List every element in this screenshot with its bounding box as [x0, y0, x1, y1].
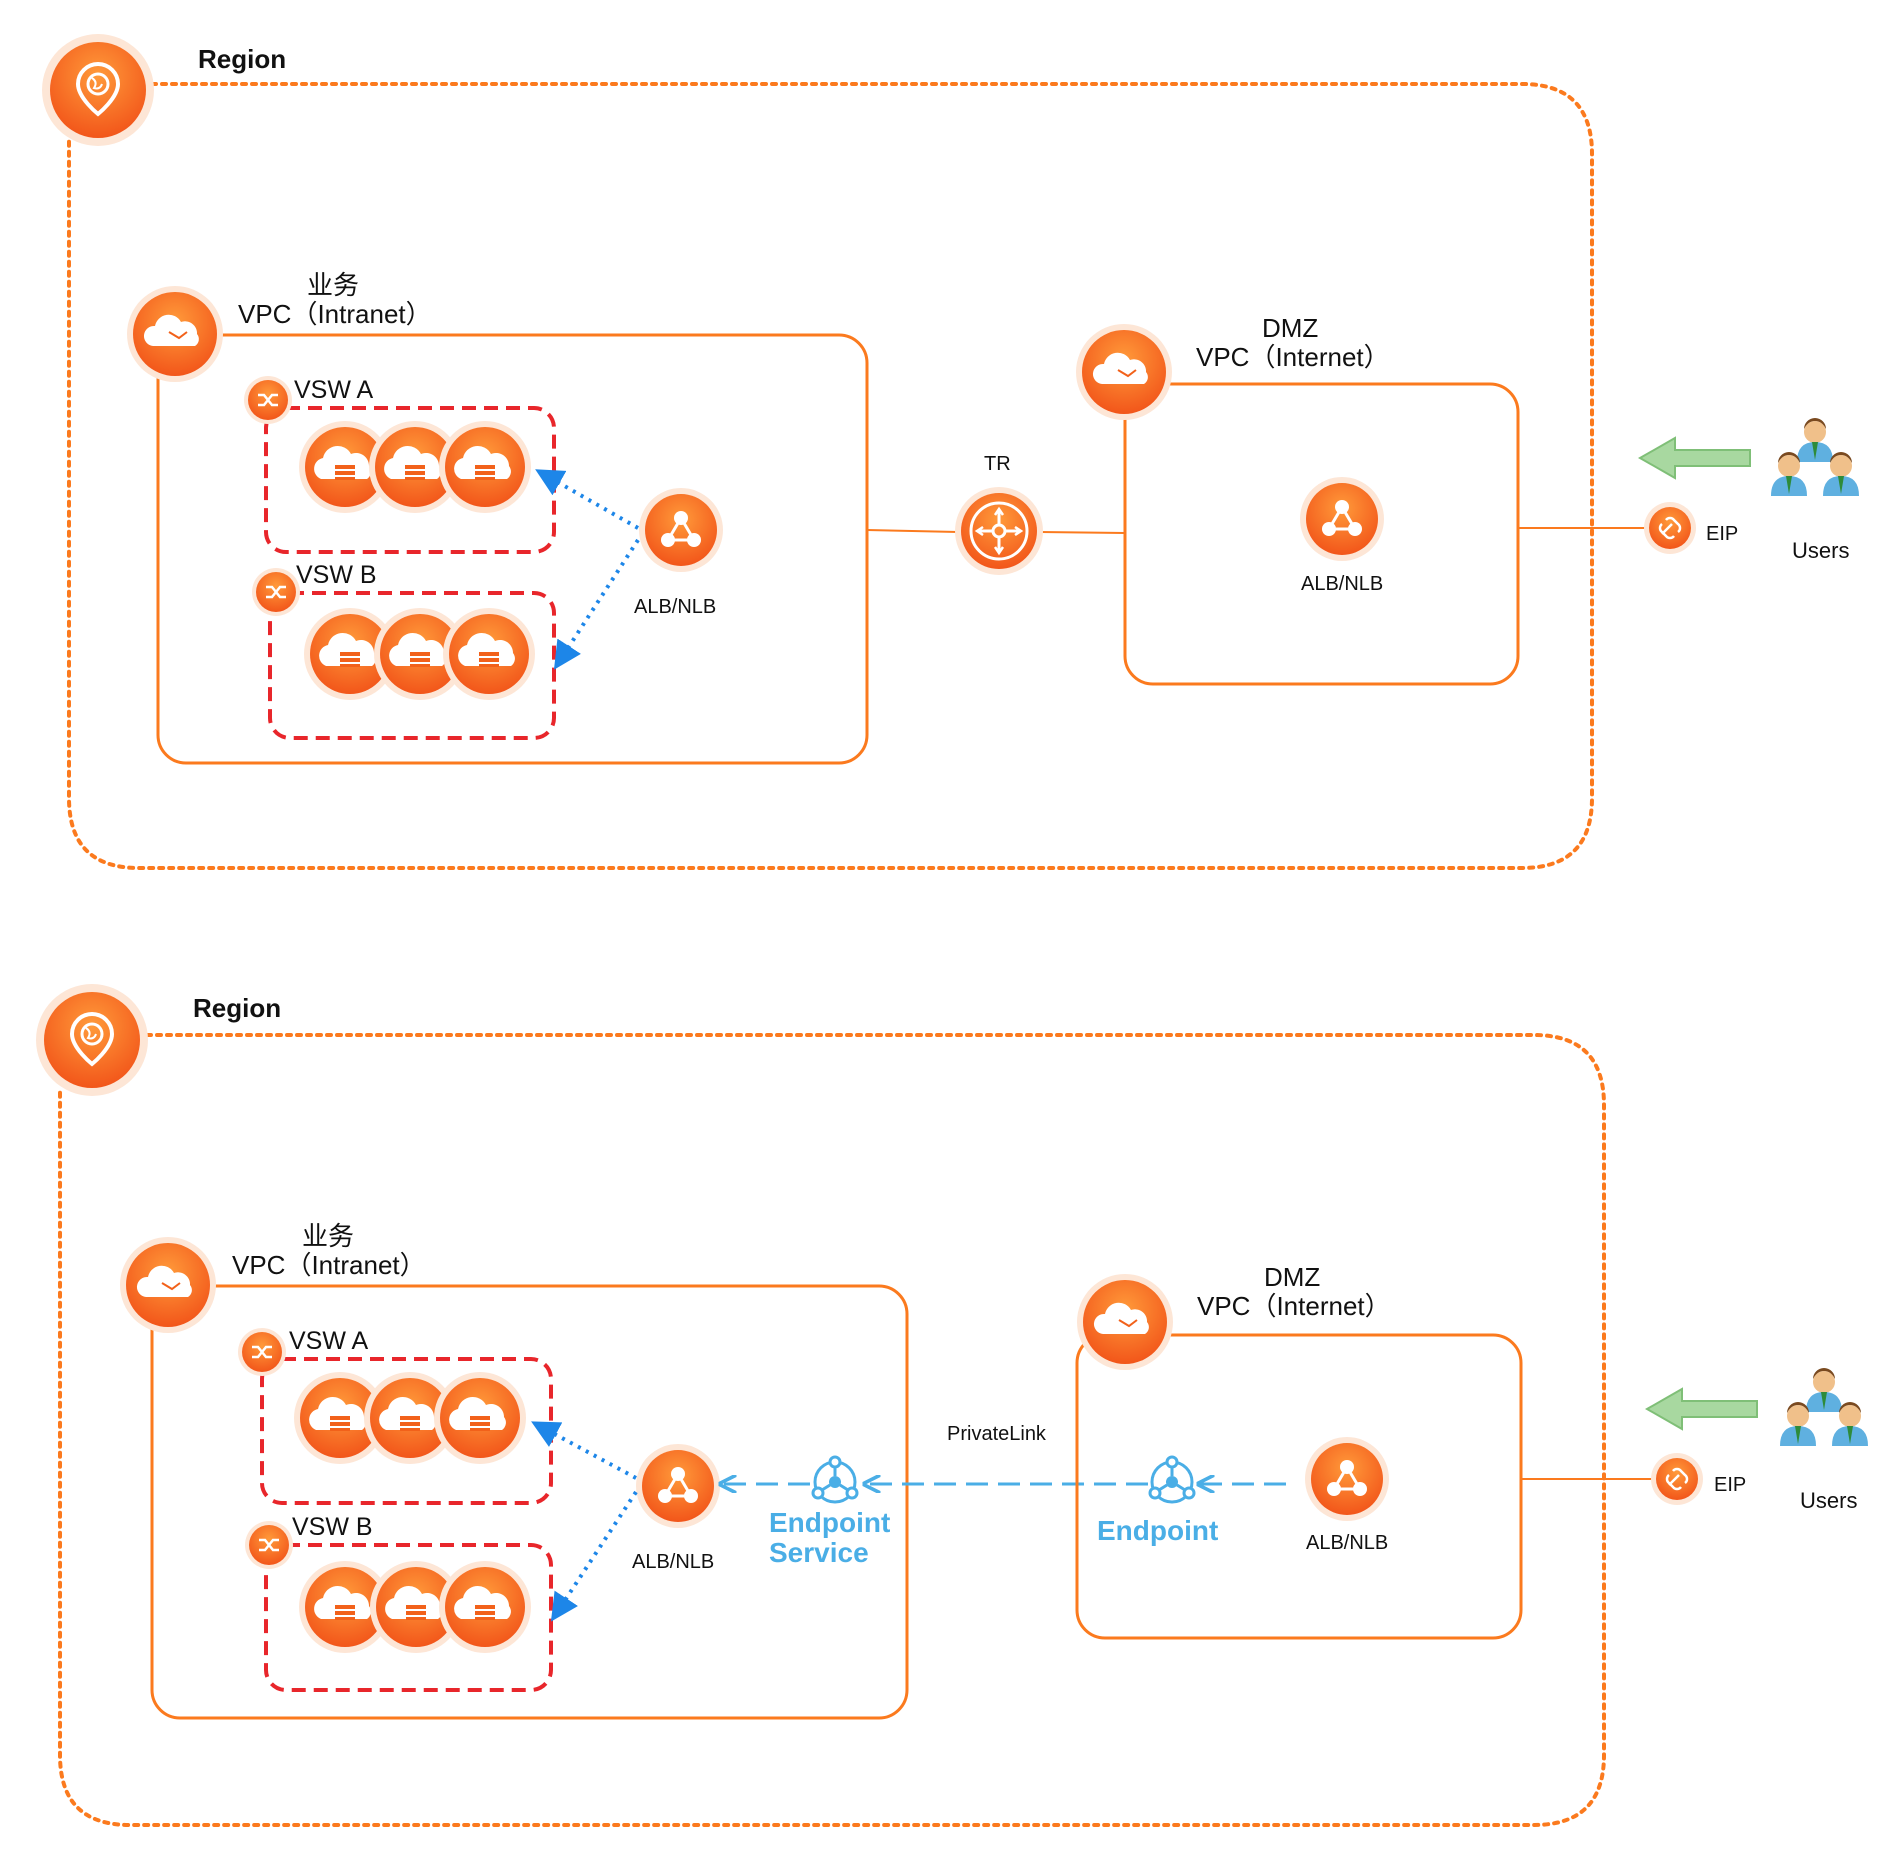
vsw-b-label: VSW B: [296, 561, 377, 589]
eip-label: EIP: [1706, 523, 1738, 545]
vpc-cloud-icon: [1076, 324, 1172, 420]
endpoint-network-icon: [1148, 1455, 1196, 1504]
biz-vpc-box: [150, 1284, 909, 1720]
users-inbound-arrow: [1644, 1387, 1758, 1431]
vsw-b-label: VSW B: [292, 1513, 373, 1541]
link-biz-to-tr: [866, 529, 959, 533]
ecs-server-cloud-icon: [439, 1561, 531, 1653]
region-label: Region: [193, 993, 281, 1023]
vsw-b-box: [268, 591, 556, 740]
endpoint-service-network-icon: [811, 1455, 859, 1504]
users-group-icon: [1780, 1368, 1868, 1446]
endpoint-label: Endpoint: [1097, 1515, 1218, 1546]
region-globe-pin-icon: [42, 34, 154, 146]
biz-vpc-label-line2: VPC（Intranet）: [232, 1250, 426, 1280]
alb-nlb-load-balancer-icon: [1298, 475, 1386, 563]
users-group-icon: [1771, 418, 1859, 496]
privatelink-label: PrivateLink: [947, 1423, 1047, 1445]
endpoint-service-label-line1: Endpoint: [769, 1507, 890, 1538]
dmz-vpc-box: [1123, 382, 1520, 686]
dmz-vpc-label-line1: DMZ: [1264, 1262, 1320, 1292]
ecs-group-b: [304, 608, 535, 700]
users-label: Users: [1792, 538, 1849, 563]
region-boundary: [58, 1033, 1606, 1827]
vpc-cloud-icon: [120, 1237, 216, 1333]
endpoint-service-label-line2: Service: [769, 1537, 869, 1568]
flow-arrow-to-vsw-b: [553, 538, 640, 670]
ecs-server-cloud-icon: [439, 421, 531, 513]
vpc-cloud-icon: [127, 286, 223, 382]
users-label: Users: [1800, 1488, 1857, 1513]
eip-link-icon: [1642, 500, 1698, 556]
vsw-a-label: VSW A: [289, 1327, 369, 1355]
tr-label: TR: [984, 453, 1011, 475]
ecs-server-cloud-icon: [434, 1372, 526, 1464]
region-globe-pin-icon: [36, 984, 148, 1096]
vswitch-shuffle-icon: [238, 1328, 286, 1376]
alb-nlb-load-balancer-icon: [634, 1442, 722, 1530]
alb-nlb-load-balancer-icon: [637, 486, 725, 574]
ecs-group-a: [299, 421, 531, 513]
vsw-a-label: VSW A: [294, 376, 374, 404]
transit-router-icon: [955, 487, 1043, 575]
diagram-tr: Region 业务 VPC（Intranet） VSW A: [42, 34, 1859, 870]
vsw-b-box: [264, 1543, 553, 1692]
vswitch-shuffle-icon: [252, 568, 300, 616]
biz-vpc-box: [156, 333, 869, 765]
vswitch-shuffle-icon: [244, 376, 292, 424]
biz-vpc-label-line2: VPC（Intranet）: [238, 299, 432, 329]
vpc-cloud-icon: [1077, 1274, 1173, 1370]
ecs-group-b: [299, 1561, 531, 1653]
eip-link-icon: [1649, 1451, 1705, 1507]
vswitch-shuffle-icon: [245, 1521, 293, 1569]
flow-arrow-to-vsw-a: [535, 469, 639, 530]
biz-vpc-label-line1: 业务: [302, 1221, 354, 1251]
biz-slb-label: ALB/NLB: [632, 1551, 714, 1573]
ecs-server-cloud-icon: [443, 608, 535, 700]
biz-vpc-label-line1: 业务: [307, 270, 359, 300]
ecs-group-a: [294, 1372, 526, 1464]
users-inbound-arrow: [1637, 436, 1751, 480]
region-boundary: [67, 82, 1594, 870]
link-tr-to-dmz: [1039, 531, 1126, 534]
dmz-vpc-box: [1075, 1333, 1523, 1640]
dmz-vpc-label-line1: DMZ: [1262, 313, 1318, 343]
biz-slb-label: ALB/NLB: [634, 596, 716, 618]
dmz-slb-label: ALB/NLB: [1306, 1532, 1388, 1554]
dmz-vpc-label-line2: VPC（Internet）: [1196, 342, 1390, 372]
flow-arrow-to-vsw-a: [531, 1421, 637, 1480]
dmz-slb-label: ALB/NLB: [1301, 573, 1383, 595]
alb-nlb-load-balancer-icon: [1303, 1435, 1391, 1523]
flow-arrow-to-vsw-b: [550, 1490, 638, 1622]
diagram-privatelink: Region 业务 VPC（Intranet） VSW A: [36, 984, 1868, 1827]
dmz-vpc-label-line2: VPC（Internet）: [1197, 1291, 1391, 1321]
eip-label: EIP: [1714, 1474, 1746, 1496]
region-label: Region: [198, 44, 286, 74]
